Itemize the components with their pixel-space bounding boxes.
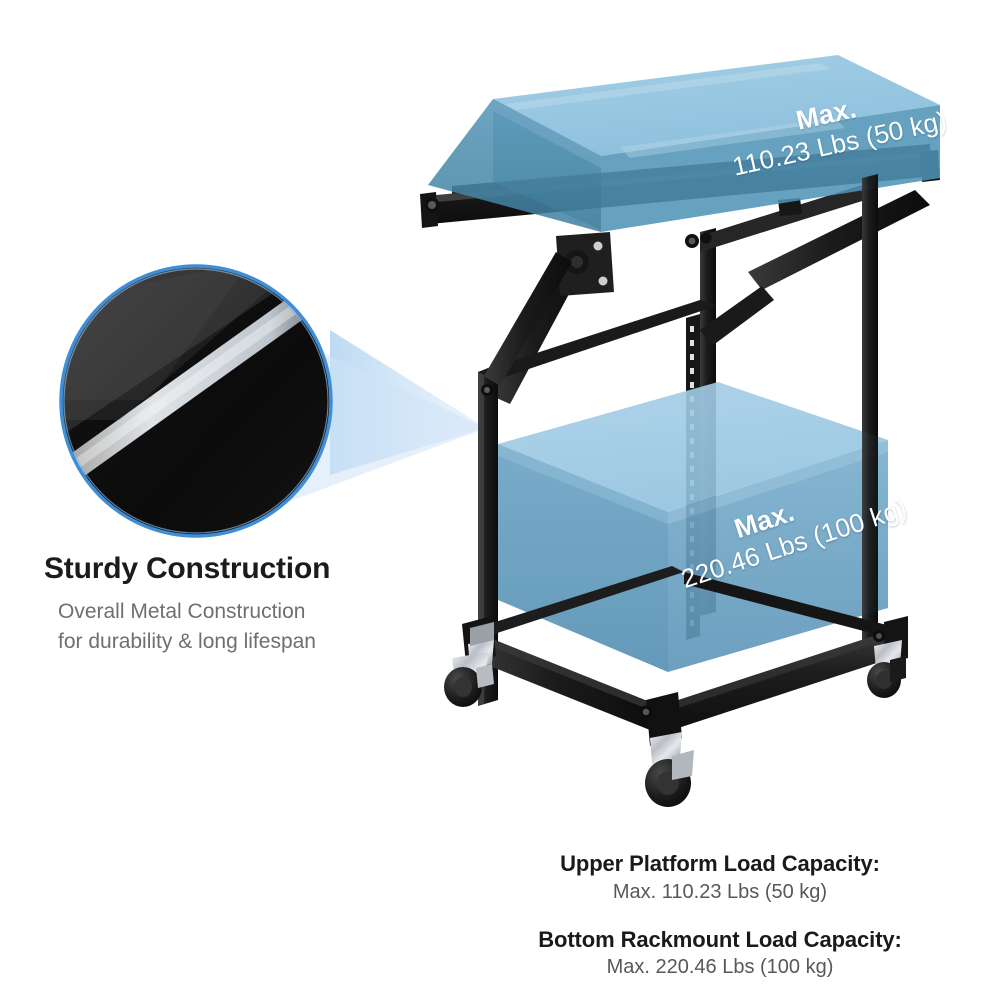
upper-load-volume xyxy=(428,55,940,232)
magnifier-detail-circle xyxy=(59,264,333,538)
upper-capacity-heading: Upper Platform Load Capacity: xyxy=(560,851,880,876)
feature-text-block: Sturdy Construction Overall Metal Constr… xyxy=(44,552,444,656)
caster-rear-left xyxy=(470,622,494,646)
lower-load-volume xyxy=(498,382,888,672)
bottom-capacity-heading: Bottom Rackmount Load Capacity: xyxy=(538,926,902,952)
feature-subtitle: Overall Metal Construction for durabilit… xyxy=(44,597,444,657)
upper-capacity-caption-value: Max. 110.23 Lbs (50 kg) xyxy=(612,880,828,903)
caster-front-left xyxy=(444,640,494,707)
feature-subtitle-line-2: for durability & long lifespan xyxy=(58,629,316,653)
feature-title: Sturdy Construction xyxy=(44,552,331,585)
base-frame xyxy=(462,566,908,746)
capacity-caption-block: Upper Platform Load Capacity: Max. 110.2… xyxy=(440,850,1000,981)
bottom-capacity-caption-value: Max. 220.46 Lbs (100 kg) xyxy=(606,956,834,979)
caster-right xyxy=(867,640,906,698)
rack-right-post xyxy=(862,174,878,652)
caster-front-center xyxy=(645,732,694,807)
feature-subtitle-line-1: Overall Metal Construction xyxy=(58,599,306,623)
